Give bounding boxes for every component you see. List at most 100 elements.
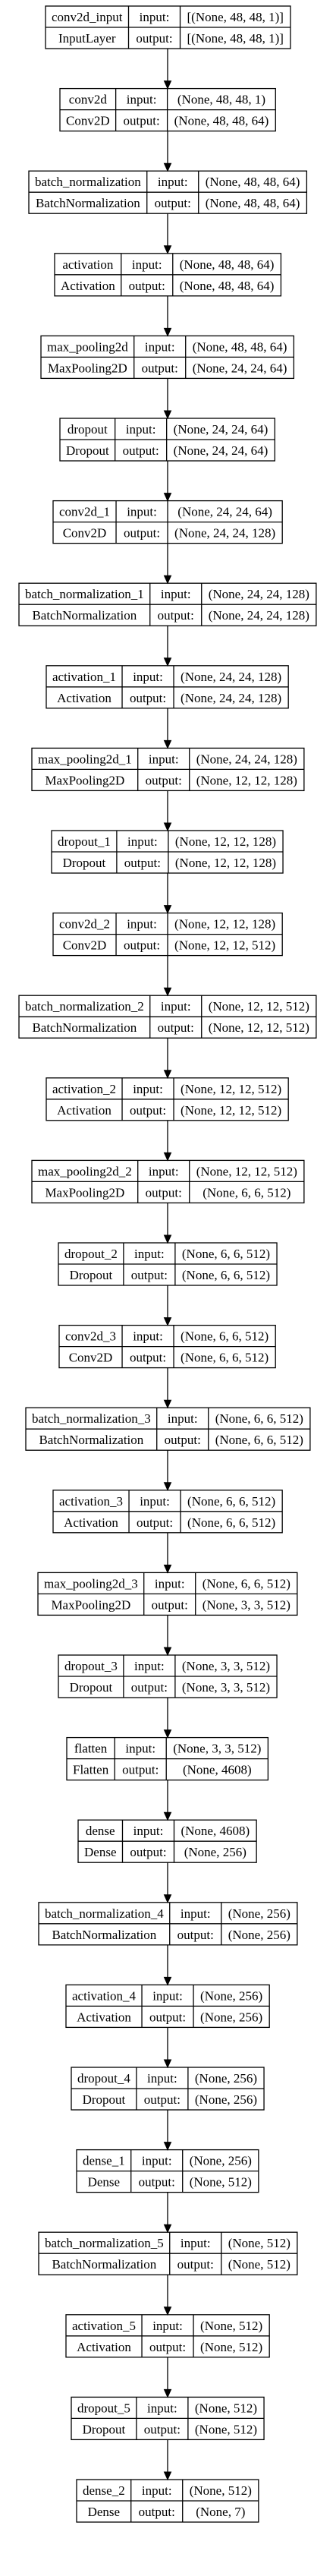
- output-shape: (None, 6, 6, 512): [215, 1433, 303, 1447]
- arrowhead-icon: [163, 1152, 172, 1162]
- output-shape: (None, 7): [196, 2505, 245, 2519]
- layer-name: dense_1: [83, 2154, 125, 2168]
- edge-dense_1-to-batch_normalization_5: [163, 2192, 172, 2234]
- input-shape: (None, 256): [195, 2071, 257, 2086]
- input-label: input:: [126, 422, 156, 437]
- layer-type: Conv2D: [63, 938, 107, 953]
- layer-name: max_pooling2d_2: [38, 1164, 132, 1178]
- edge-dense-to-batch_normalization_4: [163, 1862, 172, 1904]
- input-label: input:: [133, 1082, 163, 1096]
- layer-name: batch_normalization: [35, 175, 141, 189]
- input-shape: (None, 256): [200, 1988, 262, 2003]
- output-label: output:: [131, 1680, 168, 1695]
- input-shape: (None, 12, 12, 128): [174, 917, 275, 932]
- input-label: input:: [142, 2154, 172, 2168]
- output-label: output:: [123, 443, 159, 458]
- output-shape: (None, 24, 24, 128): [174, 526, 275, 541]
- layer-type: Dropout: [66, 443, 109, 458]
- output-shape: (None, 512): [228, 2257, 290, 2272]
- input-label: input:: [149, 752, 179, 766]
- output-label: output:: [122, 1763, 159, 1777]
- output-shape: (None, 12, 12, 128): [196, 773, 297, 787]
- input-label: input:: [133, 670, 163, 684]
- input-label: input:: [132, 257, 162, 272]
- edge-dropout_5-to-dense_2: [163, 2439, 172, 2481]
- input-shape: [(None, 48, 48, 1)]: [187, 10, 284, 24]
- layer-type: BatchNormalization: [52, 1928, 156, 1942]
- input-shape: (None, 256): [228, 1906, 290, 1921]
- input-label: input:: [140, 10, 170, 24]
- arrowhead-icon: [163, 1811, 172, 1821]
- edge-batch_normalization_5-to-activation_5: [163, 2275, 172, 2316]
- edge-batch_normalization_2-to-activation_2: [163, 1038, 172, 1080]
- output-shape: (None, 6, 6, 512): [187, 1515, 275, 1530]
- arrowhead-icon: [163, 493, 172, 502]
- edge-conv2d-to-batch_normalization: [163, 131, 172, 172]
- layer-type: Activation: [57, 691, 111, 705]
- layer-node-max_pooling2d: max_pooling2dMaxPooling2Dinput:output:(N…: [40, 335, 295, 380]
- layer-type: BatchNormalization: [39, 1433, 143, 1447]
- layer-name: activation: [62, 257, 114, 272]
- layer-type: MaxPooling2D: [45, 773, 124, 787]
- arrowhead-icon: [163, 822, 172, 832]
- input-label: input:: [142, 2483, 172, 2498]
- layer-name: dropout: [68, 422, 108, 437]
- input-label: input:: [158, 175, 188, 189]
- input-shape: (None, 24, 24, 64): [174, 422, 268, 437]
- layer-name: dropout_1: [58, 834, 111, 849]
- layer-name: dropout_3: [64, 1659, 118, 1673]
- input-shape: (None, 24, 24, 128): [196, 752, 297, 766]
- layer-node-activation_3: activation_3Activationinput:output:(None…: [52, 1490, 283, 1534]
- output-shape: (None, 3, 3, 512): [182, 1680, 270, 1695]
- output-label: output:: [139, 2175, 175, 2190]
- arrowhead-icon: [163, 410, 172, 420]
- input-label: input:: [161, 999, 191, 1014]
- layer-name: max_pooling2d_3: [44, 1576, 138, 1591]
- edge-flatten-to-dense: [163, 1780, 172, 1821]
- layer-name: activation_3: [59, 1494, 123, 1509]
- input-shape: (None, 3, 3, 512): [182, 1659, 270, 1673]
- layer-name: activation_5: [72, 2319, 136, 2333]
- output-shape: (None, 6, 6, 512): [203, 1185, 290, 1200]
- arrowhead-icon: [163, 2388, 172, 2398]
- input-shape: (None, 48, 48, 64): [193, 339, 287, 354]
- layer-node-max_pooling2d_3: max_pooling2d_3MaxPooling2Dinput:output:…: [37, 1572, 298, 1616]
- output-shape: (None, 48, 48, 64): [206, 196, 300, 210]
- arrowhead-icon: [163, 80, 172, 90]
- layer-node-max_pooling2d_2: max_pooling2d_2MaxPooling2Dinput:output:…: [31, 1159, 305, 1204]
- layer-type: Conv2D: [66, 114, 110, 128]
- edge-dropout_1-to-conv2d_2: [163, 873, 172, 914]
- arrowhead-icon: [163, 1729, 172, 1739]
- output-label: output:: [158, 608, 194, 623]
- layer-type: Conv2D: [63, 526, 107, 541]
- edge-batch_normalization-to-activation: [163, 213, 172, 255]
- layer-node-batch_normalization_1: batch_normalization_1BatchNormalizationi…: [18, 582, 317, 626]
- output-label: output:: [155, 196, 191, 210]
- arrowhead-icon: [163, 1399, 172, 1409]
- arrowhead-icon: [163, 327, 172, 337]
- layer-node-batch_normalization_4: batch_normalization_4BatchNormalizationi…: [38, 1902, 298, 1946]
- layer-type: Dropout: [70, 1268, 113, 1282]
- edge-max_pooling2d_2-to-dropout_2: [163, 1203, 172, 1244]
- output-shape: (None, 48, 48, 64): [180, 279, 275, 293]
- input-shape: (None, 12, 12, 128): [175, 834, 276, 849]
- input-label: input:: [152, 1988, 183, 2003]
- output-label: output:: [144, 2092, 181, 2107]
- edge-batch_normalization_4-to-activation_4: [163, 1944, 172, 1986]
- output-shape: (None, 256): [184, 1845, 247, 1859]
- input-label: input:: [181, 2236, 211, 2250]
- layer-name: batch_normalization_5: [45, 2236, 164, 2250]
- layer-node-activation_1: activation_1Activationinput:output:(None…: [46, 665, 289, 709]
- output-shape: (None, 24, 24, 128): [209, 608, 309, 623]
- edge-conv2d_input-to-conv2d: [163, 49, 172, 90]
- layer-type: BatchNormalization: [36, 196, 140, 210]
- layer-type: Activation: [61, 279, 115, 293]
- layer-name: conv2d_3: [65, 1329, 116, 1344]
- layer-node-batch_normalization_5: batch_normalization_5BatchNormalizationi…: [38, 2231, 298, 2275]
